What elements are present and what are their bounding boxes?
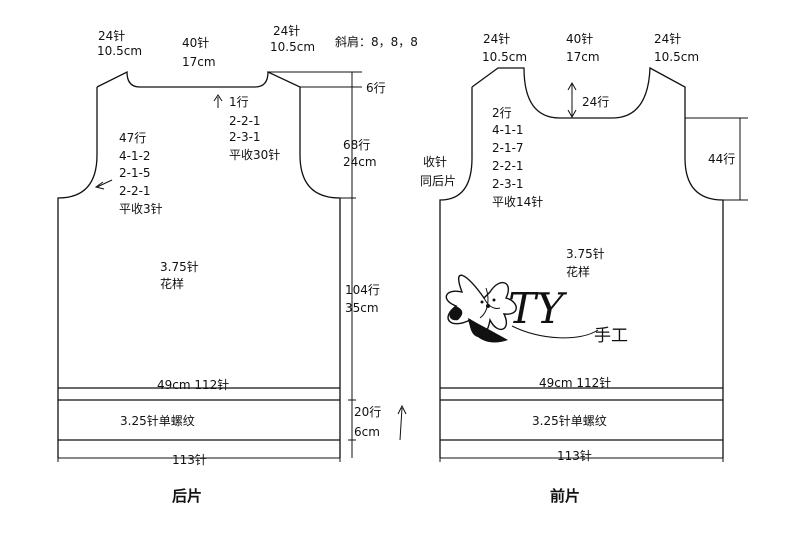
back-hem-width: 49cm 112针: [157, 377, 229, 392]
front-shoulder-right-cm: 10.5cm: [654, 50, 699, 64]
front-gauge: 3.75针: [566, 246, 605, 261]
logo-swash: [511, 325, 599, 339]
back-shoulder-right-cm: 10.5cm: [270, 40, 315, 54]
ty-logo: TY 手工: [445, 274, 628, 346]
back-neck-shaping-0: 1行: [229, 95, 249, 109]
logo-text: 手工: [594, 326, 628, 346]
back-pattern: 花样: [160, 276, 184, 291]
back-rib-cm: 6cm: [354, 425, 380, 439]
back-armhole-3: 2-2-1: [119, 184, 151, 198]
front-neck-shaping-4: 2-3-1: [492, 177, 524, 191]
back-neck-sts: 40针: [182, 35, 209, 50]
back-armhole-0: 47行: [119, 131, 146, 145]
front-hem-width: 49cm 112针: [539, 375, 611, 390]
back-neck-shaping-3: 平收30针: [229, 147, 280, 162]
back-body-rows: 104行: [345, 283, 380, 297]
back-armhole-1: 4-1-2: [119, 149, 151, 163]
back-gauge: 3.75针: [160, 259, 199, 274]
front-neck-depth: 24行: [582, 95, 609, 109]
front-neck-cm: 17cm: [566, 50, 600, 64]
front-shoulder-left-sts: 24针: [483, 31, 510, 46]
back-shoulder-right-sts: 24针: [273, 23, 300, 38]
logo-letters: TY: [508, 284, 568, 333]
front-outline: [439, 66, 724, 458]
flower-icon: [445, 274, 517, 343]
back-neck-cm: 17cm: [182, 55, 216, 69]
front-pattern: 花样: [566, 264, 590, 279]
front-cast-on: 113针: [557, 448, 592, 463]
back-body-cm: 35cm: [345, 301, 379, 315]
back-cast-on: 113针: [172, 452, 207, 467]
front-neck-shaping-5: 平收14针: [492, 194, 543, 209]
armhole-arrow-icon: [96, 179, 113, 188]
back-neck-shaping-1: 2-2-1: [229, 114, 261, 128]
front-neck-shaping-0: 2行: [492, 106, 512, 120]
front-armhole-note-1: 同后片: [420, 174, 456, 188]
back-armhole-cm: 24cm: [343, 155, 377, 169]
back-armhole-4: 平收3针: [119, 201, 163, 216]
front-shoulder-right-sts: 24针: [654, 31, 681, 46]
back-rib-rows: 20行: [354, 405, 381, 419]
front-rib-label: 3.25针单螺纹: [532, 413, 607, 428]
front-armhole-note-0: 收针: [423, 154, 447, 169]
back-outline: [57, 70, 341, 458]
front-title: 前片: [550, 487, 580, 505]
back-title: 后片: [172, 487, 202, 505]
front-shoulder-left-cm: 10.5cm: [482, 50, 527, 64]
back-shoulder-left-sts: 24针: [98, 28, 125, 43]
back-slope-note: 斜肩：8，8，8: [335, 34, 418, 49]
back-rib-label: 3.25针单螺纹: [120, 413, 195, 428]
back-armhole-rows: 68行: [343, 138, 370, 152]
front-piece: 24针 10.5cm 40针 17cm 24针 10.5cm 24行 2行 4-…: [420, 31, 748, 505]
back-rows-6: 6行: [366, 81, 386, 95]
front-neck-shaping-1: 4-1-1: [492, 123, 524, 137]
rib-arrow-icon: [399, 407, 403, 441]
back-neck-shaping-2: 2-3-1: [229, 130, 261, 144]
front-neck-shaping-3: 2-2-1: [492, 159, 524, 173]
back-piece: 24针 10.5cm 40针 17cm 24针 10.5cm 斜肩：8，8，8 …: [57, 23, 418, 505]
front-neck-shaping-2: 2-1-7: [492, 141, 524, 155]
front-neck-sts: 40针: [566, 31, 593, 46]
front-armhole-rows: 44行: [708, 152, 735, 166]
back-shoulder-left-cm: 10.5cm: [97, 44, 142, 58]
back-armhole-2: 2-1-5: [119, 166, 151, 180]
